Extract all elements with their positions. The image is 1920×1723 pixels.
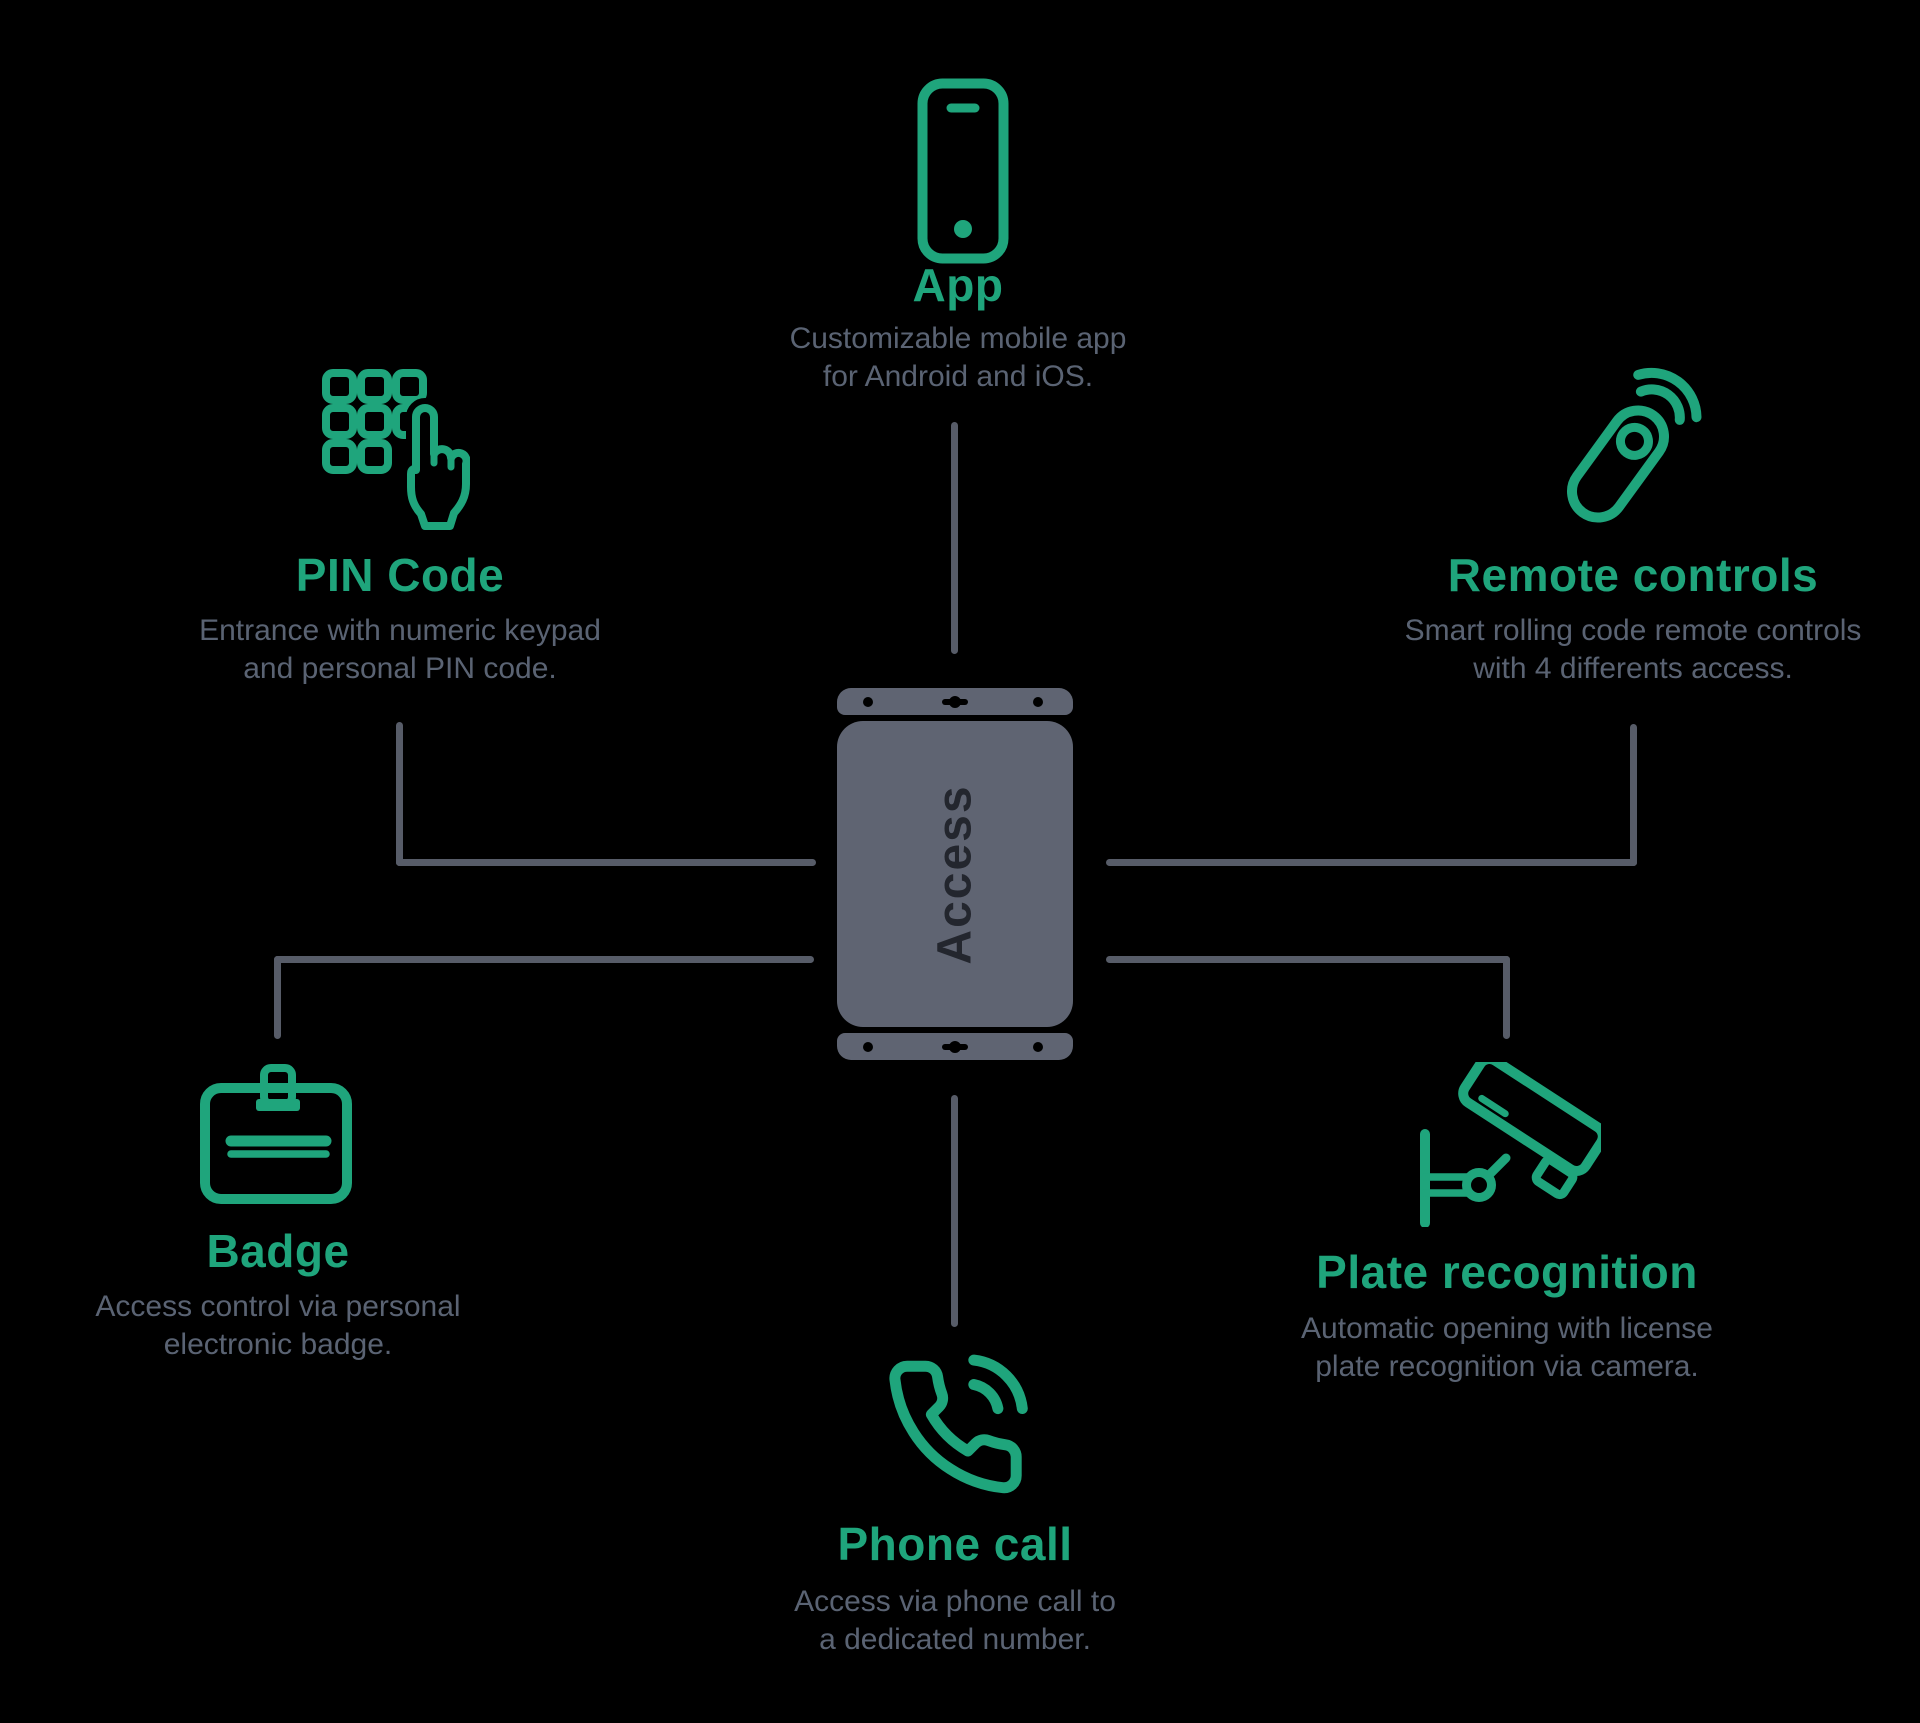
keypad-hand-icon — [322, 369, 470, 536]
screw-hole-icon — [863, 1042, 873, 1052]
remote-description-line1: Smart rolling code remote controls — [1404, 614, 1862, 647]
connector-plate-horizontal — [1106, 956, 1510, 963]
connector-plate-vertical — [1503, 956, 1510, 1039]
plate-description-line1: Automatic opening with license — [1301, 1312, 1713, 1345]
phone-title: Phone call — [837, 1518, 1073, 1570]
phone-description-line2: a dedicated number. — [819, 1623, 1091, 1656]
pin-description-line2: and personal PIN code. — [243, 652, 557, 685]
connector-remote-horizontal — [1106, 859, 1637, 866]
access-label-wrap: Access — [837, 721, 1073, 1027]
smartphone-icon — [917, 78, 1009, 264]
connector-phone — [951, 1095, 958, 1327]
connector-app — [951, 422, 958, 654]
badge-description-line1: Access control via personal — [95, 1290, 461, 1323]
cctv-camera-icon — [1420, 1062, 1601, 1227]
connector-badge-vertical — [274, 956, 281, 1039]
phone-description-line1: Access via phone call to — [794, 1585, 1116, 1618]
screw-hole-icon — [1033, 697, 1043, 707]
plate-description-line2: plate recognition via camera. — [1315, 1350, 1699, 1383]
connector-pin-vertical — [396, 722, 403, 866]
screw-hole-icon — [863, 697, 873, 707]
unit-body — [837, 721, 1073, 1027]
app-description-line2: for Android and iOS. — [822, 360, 1094, 393]
plate-description: Automatic opening with license plate rec… — [1301, 1310, 1713, 1386]
mount-slot-icon — [949, 696, 961, 708]
remote-title: Remote controls — [1447, 549, 1819, 601]
connector-badge-horizontal — [274, 956, 814, 963]
plate-title: Plate recognition — [1316, 1246, 1698, 1298]
remote-description: Smart rolling code remote controls with … — [1405, 612, 1862, 688]
access-label: Access — [928, 783, 982, 965]
pin-title: PIN Code — [295, 549, 505, 601]
id-badge-icon — [200, 1064, 352, 1204]
badge-description: Access control via personal electronic b… — [95, 1288, 460, 1364]
pin-description: Entrance with numeric keypad and persona… — [199, 612, 601, 688]
remote-control-icon — [1567, 367, 1702, 523]
app-description-line1: Customizable mobile app — [789, 322, 1127, 355]
access-control-unit: Access — [837, 688, 1073, 1060]
phone-call-icon — [889, 1354, 1028, 1494]
phone-description: Access via phone call to a dedicated num… — [794, 1583, 1116, 1659]
badge-title: Badge — [206, 1225, 350, 1277]
connector-pin-horizontal — [396, 859, 816, 866]
pin-description-line1: Entrance with numeric keypad — [199, 614, 601, 647]
connector-remote-vertical — [1630, 724, 1637, 866]
remote-description-line2: with 4 differents access. — [1473, 652, 1793, 685]
badge-description-line2: electronic badge. — [163, 1328, 393, 1361]
mount-slot-icon — [949, 1041, 961, 1053]
screw-hole-icon — [1033, 1042, 1043, 1052]
app-description: Customizable mobile app for Android and … — [790, 320, 1127, 396]
app-title: App — [912, 259, 1004, 311]
